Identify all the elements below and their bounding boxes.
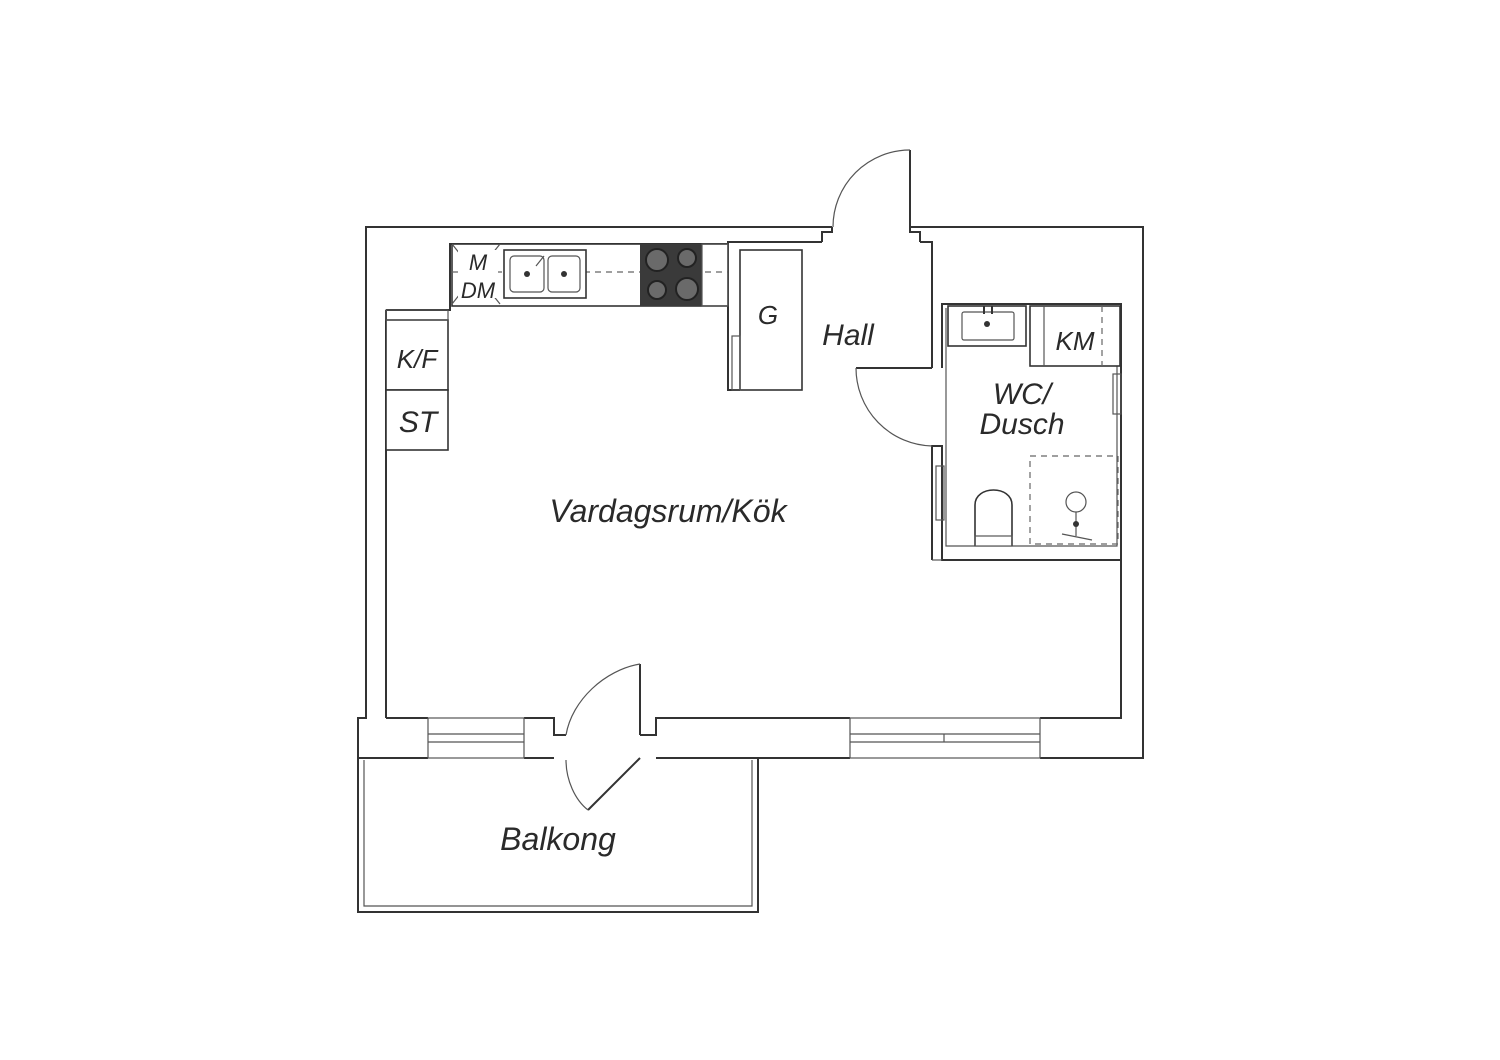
toilet-icon [974,489,1013,547]
washing-machine [1029,305,1121,367]
dishwasher-label: DM [461,278,496,303]
bathroom-label-line1: WC/ [993,378,1054,411]
fridge-freezer-label: K/F [397,344,440,374]
sink-icon [503,249,587,299]
balcony [357,758,759,913]
microwave-label: M [469,250,488,275]
window-left [427,717,525,759]
balcony-door [565,663,641,811]
hall-label: Hall [822,319,875,352]
wardrobe-g [731,249,803,391]
countertop-right [701,243,729,307]
washbasin-icon [947,305,1027,347]
living-kitchen-label: Vardagsrum/Kök [549,493,788,529]
bathroom-label-line2: Dusch [979,408,1064,441]
radiator [935,465,945,521]
wardrobe-st-label: ST [399,406,440,439]
wardrobe-st [385,389,449,451]
bathroom-door [855,367,933,447]
shower-icon [1029,455,1119,545]
towel-rail [1112,373,1122,415]
entrance-door [832,149,911,228]
balcony-label: Balkong [500,821,616,857]
washing-machine-label: KM [1056,326,1095,356]
window-right [849,717,1041,759]
stove-icon [640,244,702,306]
wardrobe-g-label: G [758,300,778,330]
bathroom-walls [932,303,1122,561]
fridge-freezer [385,309,449,391]
